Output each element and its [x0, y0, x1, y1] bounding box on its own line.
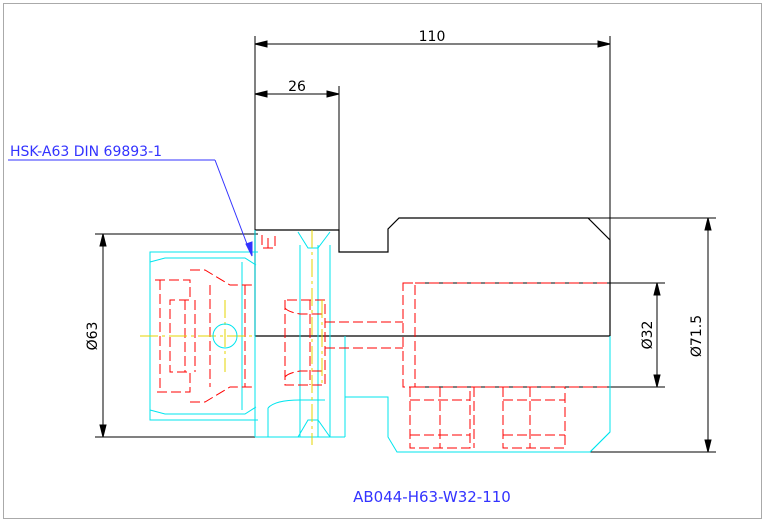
hsk-taper-shank	[149, 230, 331, 438]
dim-flange-diameter-label: Ø63	[85, 322, 101, 351]
standard-callout	[8, 159, 253, 257]
centerlines	[140, 230, 323, 445]
dim-flange-diameter	[95, 233, 258, 438]
dim-body-diameter	[585, 217, 716, 453]
dim-body-diameter-label: Ø71.5	[689, 315, 705, 357]
dim-bore-diameter	[415, 282, 665, 388]
drive-hole-circle	[212, 323, 238, 349]
dim-overall-length-label: 110	[419, 29, 446, 45]
dim-overall-length	[254, 36, 611, 336]
body-outline	[254, 217, 611, 337]
part-number: AB044-H63-W32-110	[353, 488, 511, 506]
dim-shank-length-label: 26	[288, 79, 306, 95]
dim-shank-length	[254, 86, 340, 230]
hidden-lines	[155, 235, 610, 449]
standard-callout-label: HSK-A63 DIN 69893-1	[10, 144, 162, 160]
drawing-border	[3, 3, 762, 519]
dim-bore-diameter-label: Ø32	[640, 321, 656, 350]
